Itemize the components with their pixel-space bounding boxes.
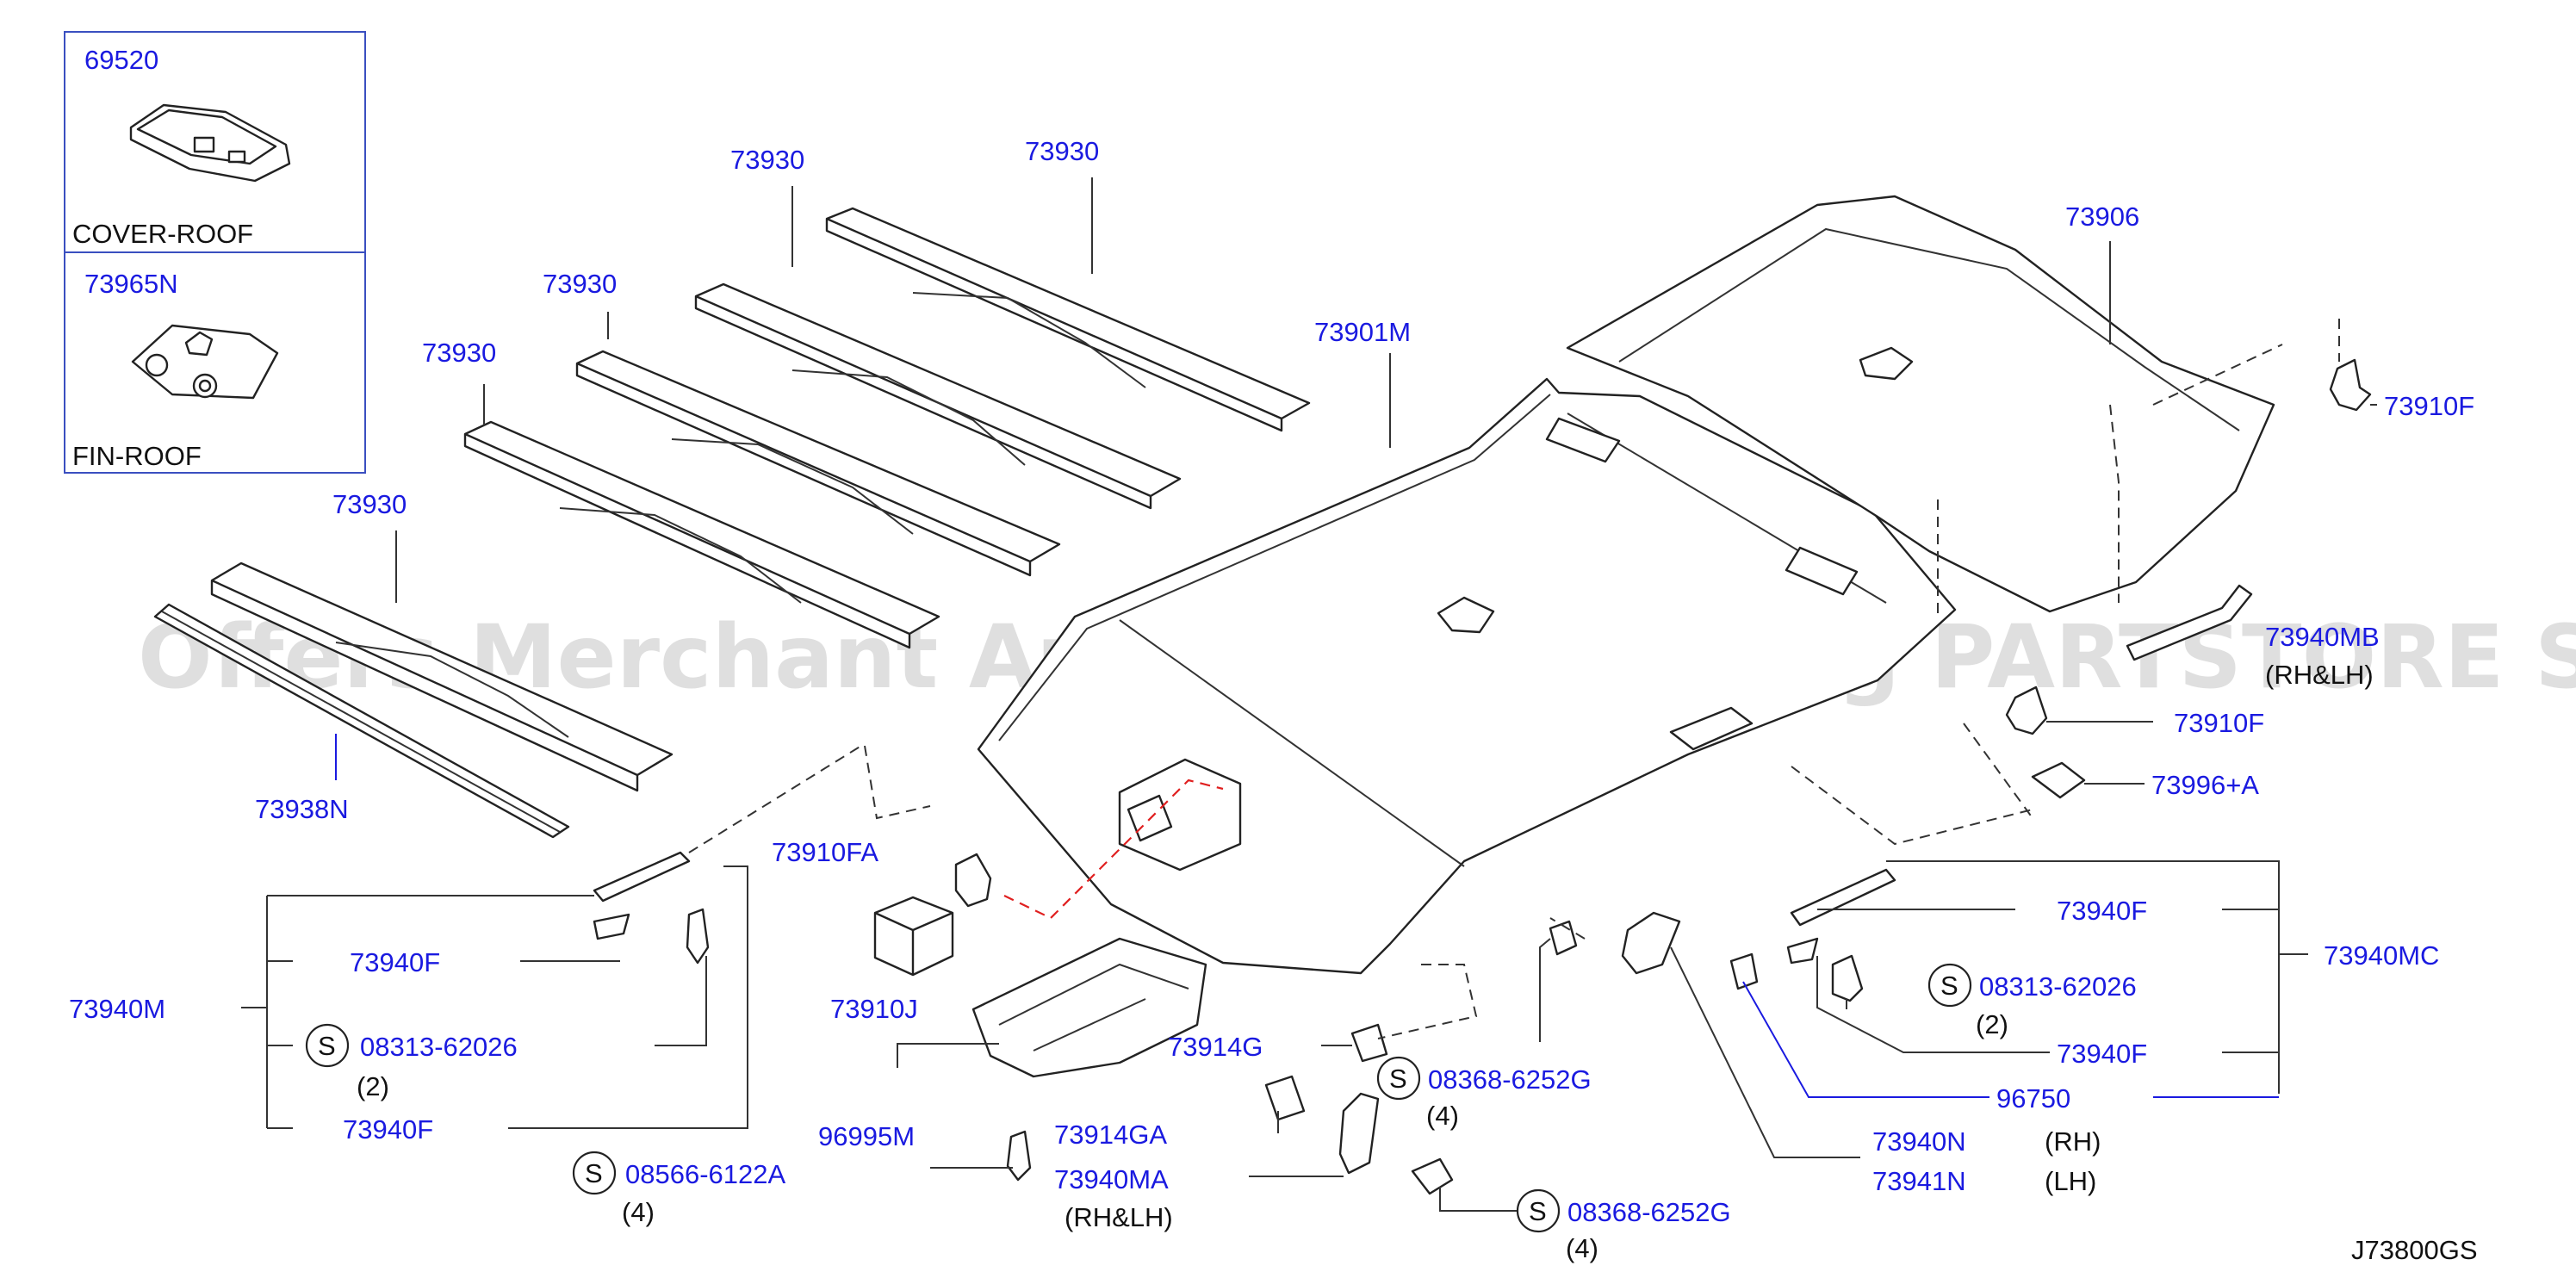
s-circle-4: [1516, 1188, 1561, 1233]
assist-grip-73940MB: [2126, 584, 2253, 661]
label-73940MC: 73940MC: [2324, 940, 2439, 971]
label-73914G: 73914G: [1168, 1032, 1263, 1062]
label-rh-lh-center: (RH&LH): [1065, 1202, 1173, 1232]
screw-left: [686, 908, 710, 965]
label-73930-d: 73930: [730, 145, 804, 175]
label-73930-a: 73930: [332, 489, 407, 519]
hook-73914G: [1350, 1023, 1388, 1063]
s-symbols: S S S S S: [305, 963, 1972, 1233]
roof-pad-2: [694, 282, 1182, 510]
label-73938N: 73938N: [255, 794, 349, 824]
part-73996A: [2031, 761, 2086, 799]
s-letter-1: S: [318, 1031, 336, 1061]
s-letter-2: S: [585, 1158, 603, 1188]
label-qty-c2: (4): [1566, 1233, 1598, 1263]
labels: 69520 COVER-ROOF 73965N FIN-ROOF 73930 7…: [69, 45, 2478, 1265]
screw-center-1: [1006, 1130, 1032, 1182]
label-08566-6122A: 08566-6122A: [625, 1159, 785, 1189]
roof-pad-5: [210, 561, 673, 792]
label-73940MB: 73940MB: [2265, 622, 2380, 652]
strip-73938N: [153, 603, 570, 839]
clip-73940F-right: [1786, 937, 1819, 965]
screw-center-3: [1411, 1157, 1454, 1195]
label-08313-62026-l: 08313-62026: [360, 1032, 518, 1062]
dashed-lines: [688, 319, 2340, 1039]
label-73930-e: 73930: [1025, 136, 1099, 166]
block-73910J: [873, 896, 954, 977]
label-rh: (RH): [2045, 1126, 2101, 1157]
roof-pads: [210, 207, 1311, 792]
label-73910F-mid: 73910F: [2174, 708, 2264, 738]
label-73910F-top: 73910F: [2384, 391, 2474, 421]
label-cover-roof: COVER-ROOF: [72, 219, 253, 249]
s-letter-3: S: [1389, 1064, 1407, 1094]
inset-box: [64, 31, 366, 474]
label-73901M: 73901M: [1314, 317, 1411, 347]
label-qty-c1: (4): [1426, 1101, 1459, 1131]
assist-grip-73940N: [1621, 911, 1681, 975]
s-circle-2: [572, 1151, 617, 1195]
label-73914GA: 73914GA: [1054, 1120, 1167, 1150]
roof-pad-3: [575, 350, 1061, 577]
label-73910FA: 73910FA: [772, 837, 878, 867]
label-qty-l: (2): [357, 1071, 389, 1101]
leader-lines: [241, 177, 2377, 1212]
diagram-code: J73800GS: [2351, 1235, 2478, 1265]
label-qty-screw-l: (4): [622, 1197, 655, 1227]
label-96995M: 96995M: [818, 1121, 915, 1151]
part-96750: [1729, 952, 1759, 990]
label-rh-lh-right: (RH&LH): [2265, 660, 2374, 690]
roof-pad-1: [825, 207, 1311, 432]
label-96750: 96750: [1996, 1083, 2070, 1114]
clip-73940F-left: [593, 913, 630, 940]
label-73906: 73906: [2065, 202, 2139, 232]
label-73941N: 73941N: [1872, 1166, 1966, 1196]
console-96995M: [971, 937, 1207, 1078]
roof-pad-4: [463, 420, 940, 649]
clip-73910F-top: [2329, 358, 2372, 412]
assist-grip-73940MA: [1338, 1092, 1380, 1175]
label-73965N: 73965N: [84, 269, 178, 299]
cover-roof-part-icon: [129, 103, 291, 183]
bolt-right: [1831, 954, 1864, 1002]
headliner-73901M: [977, 377, 1957, 975]
s-circle-3: [1376, 1056, 1421, 1101]
bracket-73940M: [593, 851, 691, 903]
s-letter-4: S: [1529, 1196, 1547, 1226]
label-73940F-r1: 73940F: [2057, 896, 2147, 926]
label-73940F-l2: 73940F: [343, 1114, 433, 1145]
label-73940F-l1: 73940F: [350, 947, 440, 977]
label-73940MA: 73940MA: [1054, 1164, 1169, 1194]
label-08368-6252G-1: 08368-6252G: [1428, 1064, 1592, 1095]
bracket-73940MC: [1790, 868, 1896, 927]
label-73910J: 73910J: [830, 994, 918, 1024]
label-lh: (LH): [2045, 1166, 2096, 1196]
label-qty-r: (2): [1976, 1009, 2008, 1039]
label-73940M: 73940M: [69, 994, 165, 1024]
label-69520: 69520: [84, 45, 158, 75]
s-circle-1: [305, 1023, 350, 1068]
clip-73910FA: [954, 853, 992, 908]
hook-73914GA: [1264, 1075, 1306, 1121]
label-73930-b: 73930: [422, 338, 496, 368]
label-73940F-r2: 73940F: [2057, 1039, 2147, 1069]
headliner-73906: [1566, 195, 2275, 613]
s-letter-5: S: [1940, 971, 1958, 1001]
label-73930-c: 73930: [543, 269, 617, 299]
fin-roof-part-icon: [131, 324, 279, 400]
label-73940N: 73940N: [1872, 1126, 1966, 1157]
label-08313-62026-r: 08313-62026: [1979, 971, 2137, 1002]
label-fin-roof: FIN-ROOF: [72, 441, 202, 471]
label-08368-6252G-2: 08368-6252G: [1567, 1197, 1731, 1227]
s-circle-5: [1927, 963, 1972, 1008]
clip-73910F-mid: [2005, 686, 2048, 735]
label-73996A: 73996+A: [2151, 770, 2259, 800]
